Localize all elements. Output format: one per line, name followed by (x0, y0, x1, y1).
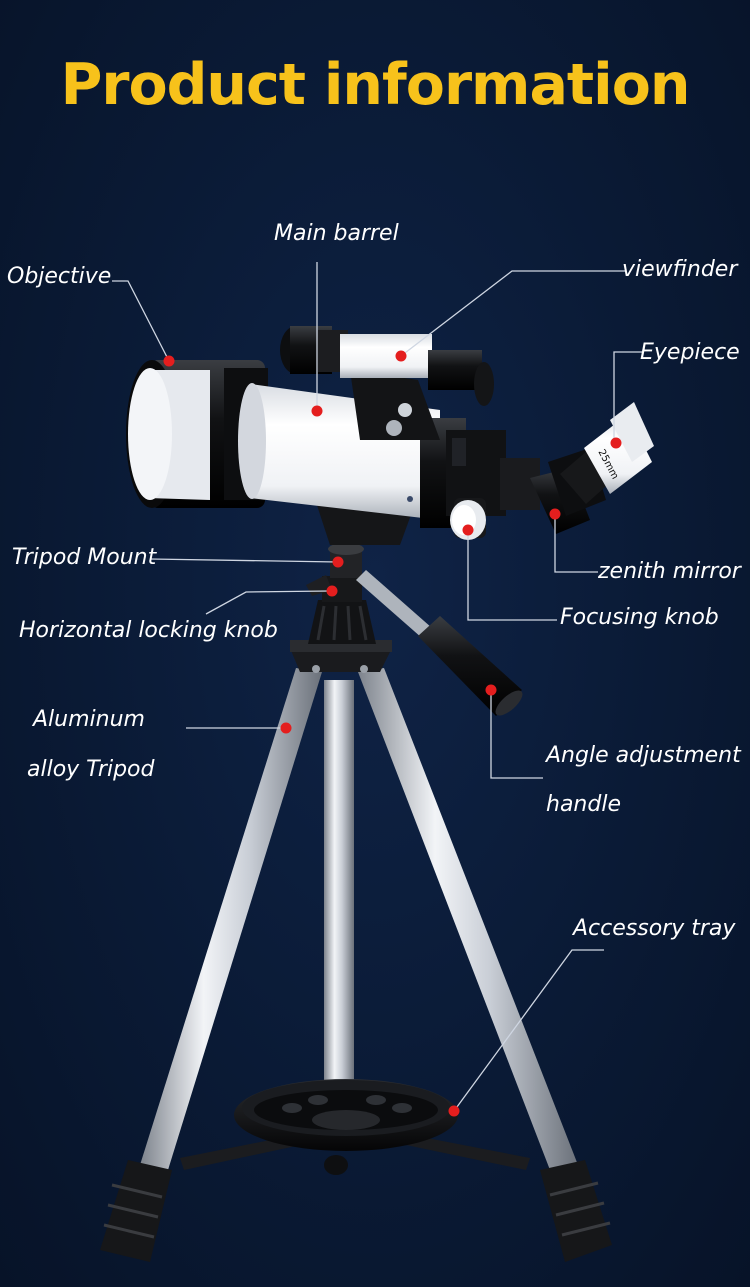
label-horizontal-locking-knob: Horizontal locking knob (19, 618, 278, 643)
tripod-center-leg (324, 680, 354, 1080)
dot-tripod-mount (332, 556, 344, 568)
leader-viewfinder (400, 270, 625, 357)
leader-accessory-tray (453, 949, 604, 1112)
leader-lines (112, 262, 642, 1112)
label-tripod-mount: Tripod Mount (12, 545, 157, 570)
dot-objective (163, 355, 175, 367)
label-zenith-mirror: zenith mirror (598, 559, 741, 584)
label-objective: Objective (7, 264, 112, 289)
label-aluminum-line2: alloy Tripod (27, 757, 155, 782)
tripod-right-leg (358, 668, 612, 1262)
label-eyepiece: Eyepiece (640, 340, 740, 365)
label-focusing-knob: Focusing knob (560, 605, 719, 630)
label-aluminum-line1: Aluminum (33, 707, 145, 732)
eyepiece-shape: 25mm (560, 402, 654, 504)
marker-dots (163, 350, 622, 1117)
leader-horizontal-knob (205, 590, 331, 615)
leader-focusing-knob (467, 530, 557, 621)
finder-scope (280, 326, 494, 406)
dot-zenith-mirror (549, 508, 561, 520)
dot-viewfinder (395, 350, 407, 362)
tripod-head (290, 543, 392, 673)
label-angle-line2: handle (546, 792, 621, 817)
dot-accessory-tray (448, 1105, 460, 1117)
main-tube (126, 360, 540, 528)
page-title: Product information (60, 52, 691, 118)
label-accessory-tray: Accessory tray (573, 916, 736, 941)
label-angle-line1: Angle adjustment (546, 743, 741, 768)
leader-eyepiece (613, 351, 642, 440)
leader-angle-handle (490, 692, 543, 779)
dot-focusing-knob (462, 524, 474, 536)
dot-main-barrel (311, 405, 323, 417)
tripod-left-leg (100, 668, 322, 1262)
dot-eyepiece (610, 437, 622, 449)
leader-zenith-mirror (554, 517, 598, 573)
leader-objective (112, 280, 170, 362)
label-viewfinder: viewfinder (622, 257, 738, 282)
leader-tripod-mount (149, 558, 339, 563)
accessory-tray-shape (234, 1079, 458, 1175)
dot-horizontal-knob (326, 585, 338, 597)
focusing-knob-shape (450, 498, 486, 540)
dot-angle-handle (485, 684, 497, 696)
label-main-barrel: Main barrel (274, 221, 399, 246)
dot-aluminum-tripod (280, 722, 292, 734)
